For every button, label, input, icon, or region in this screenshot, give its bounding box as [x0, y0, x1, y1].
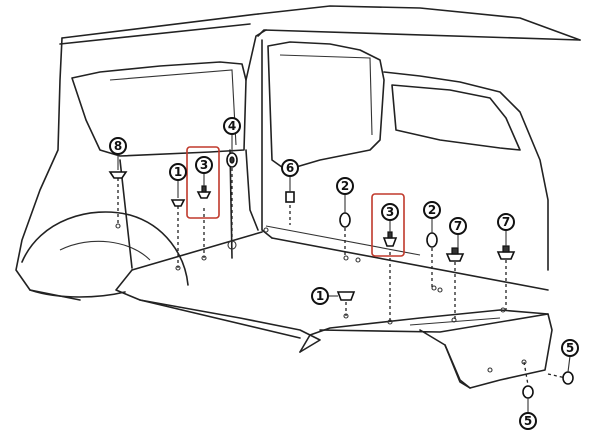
highlight-box-3-right — [371, 193, 405, 257]
callout-6: 6 — [281, 159, 299, 192]
svg-text:1: 1 — [174, 165, 182, 179]
callout-7-right: 7 — [497, 213, 515, 246]
plug-7-right — [496, 251, 516, 260]
svg-text:3: 3 — [386, 205, 394, 219]
svg-text:7: 7 — [454, 219, 462, 233]
plug-3-right — [382, 237, 398, 247]
svg-text:4: 4 — [228, 119, 236, 133]
svg-text:3: 3 — [200, 158, 208, 172]
grommet-2-right — [426, 232, 438, 248]
plug-parts — [108, 152, 574, 399]
callout-8: 8 — [109, 137, 127, 170]
highlight-box-3-left — [186, 146, 220, 219]
svg-text:8: 8 — [114, 139, 122, 153]
plug-6 — [285, 191, 295, 203]
callout-2-left: 2 — [336, 177, 354, 213]
svg-text:2: 2 — [341, 179, 349, 193]
callout-5-bottom: 5 — [519, 398, 537, 430]
plug-3-left — [196, 191, 212, 199]
callout-2-right: 2 — [423, 201, 441, 233]
svg-text:5: 5 — [566, 341, 574, 355]
grommet-5-bottom — [522, 385, 534, 399]
callout-7-left: 7 — [449, 217, 467, 248]
plug-1-floor — [336, 291, 356, 301]
callout-3-right: 3 — [381, 203, 399, 232]
svg-text:1: 1 — [316, 289, 324, 303]
grommet-5-side — [562, 371, 574, 385]
right-side-panel — [257, 29, 581, 291]
callout-3-left: 3 — [195, 156, 213, 186]
plug-7-left — [445, 253, 465, 262]
plug-8 — [108, 171, 128, 179]
svg-text:2: 2 — [428, 203, 436, 217]
callout-1-left: 1 — [169, 163, 187, 198]
callout-1-floor: 1 — [311, 287, 338, 305]
callout-5-side: 5 — [561, 339, 579, 373]
svg-text:5: 5 — [524, 414, 532, 428]
grommet-2-left — [339, 212, 351, 228]
callout-4: 4 — [223, 117, 241, 153]
svg-text:7: 7 — [502, 215, 510, 229]
vehicle-body-outline — [15, 5, 581, 301]
leader-lines — [117, 168, 567, 386]
plug-1-left — [170, 199, 186, 207]
svg-text:6: 6 — [286, 161, 294, 175]
cargo-floor — [115, 223, 553, 389]
